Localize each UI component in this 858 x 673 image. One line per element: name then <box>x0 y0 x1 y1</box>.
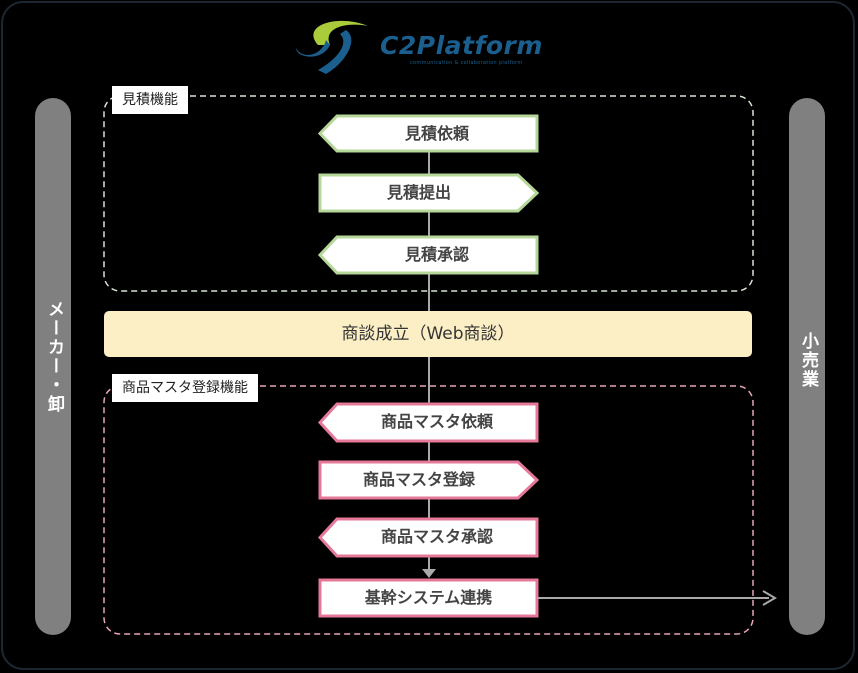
master-group-label: 商品マスタ登録機能 <box>112 374 258 402</box>
step-integration: 基幹システム連携 <box>364 588 493 607</box>
logo-tagline: communication & collaboration platform <box>410 60 523 66</box>
logo-wordmark: C2Platform <box>380 31 543 60</box>
left-actor-bar <box>35 98 71 635</box>
step-master-request: 商品マスタ依頼 <box>380 412 493 431</box>
estimate-group-label: 見積機能 <box>112 86 188 114</box>
step-master-approve: 商品マスタ承認 <box>380 527 493 546</box>
integration-box <box>318 578 539 618</box>
right-actor-label: 小売業 <box>798 332 818 389</box>
step-master-request-shape <box>317 402 539 443</box>
step-estimate-approve: 見積承認 <box>404 245 469 264</box>
c2platform-logo-icon <box>296 20 368 74</box>
deal-label: 商談成立（Web商談） <box>341 324 515 344</box>
step-estimate-request-shape <box>317 114 539 153</box>
step-estimate-submit-shape <box>318 173 540 213</box>
left-actor-label: メーカー・卸 <box>44 300 64 414</box>
step-estimate-submit: 見積提出 <box>386 183 451 202</box>
step-master-register: 商品マスタ登録 <box>362 470 475 489</box>
step-estimate-approve-shape <box>317 235 539 275</box>
step-estimate-request: 見積依頼 <box>404 124 469 143</box>
right-actor-bar <box>789 98 825 635</box>
estimate-group-box <box>103 95 754 292</box>
deal-bar <box>104 311 752 357</box>
flow-connector-arrowhead <box>422 569 436 578</box>
step-master-approve-shape <box>317 517 539 558</box>
step-master-register-shape <box>318 460 540 500</box>
integration-arrowhead <box>762 590 777 606</box>
master-group-box <box>103 385 754 635</box>
